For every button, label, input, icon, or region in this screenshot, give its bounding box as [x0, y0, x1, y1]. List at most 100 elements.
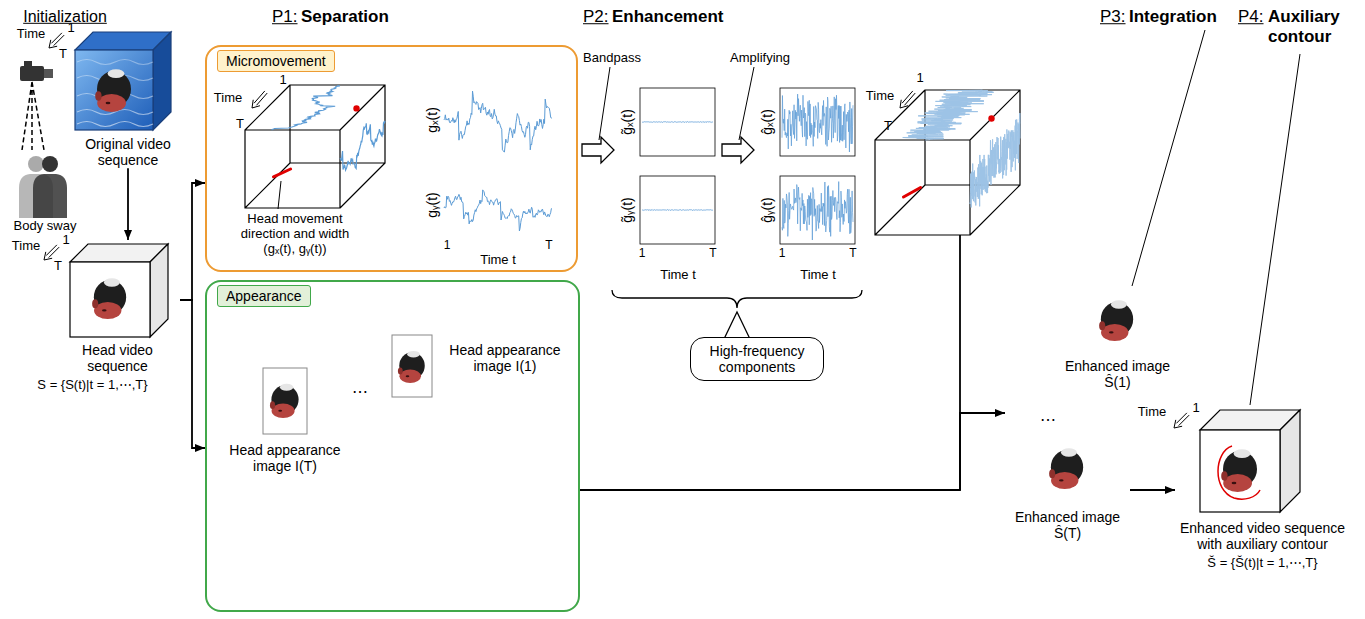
flow-connector: [180, 300, 205, 448]
head-scalp: [1061, 448, 1077, 456]
time-arrow: [252, 91, 267, 108]
cube-front-face: [75, 50, 153, 130]
signal-waveform: [642, 209, 713, 211]
head-eye: [1059, 479, 1064, 481]
caption: Enhanced image Ŝ(T): [1005, 509, 1130, 541]
head-scalp: [104, 278, 120, 286]
hollow-arrow: [722, 137, 754, 163]
video-cube-node: Enhanced video sequence with auxiliary c…: [1175, 395, 1350, 571]
leader-line: [278, 181, 281, 209]
head-scalp: [108, 69, 125, 78]
cube-wireframe: [245, 85, 385, 208]
head-scalp: [407, 351, 420, 358]
head-ear: [1221, 471, 1227, 481]
cube-side-face: [1280, 410, 1300, 512]
plot-axis-label: ĝₓ(t): [759, 109, 775, 135]
cube-side-face: [150, 244, 168, 337]
start-point-dot: [988, 115, 994, 121]
head-eye: [1109, 331, 1114, 333]
callout-text: High-frequency components: [697, 343, 817, 375]
leader-line: [599, 67, 610, 140]
caption: Head appearance image I(T): [215, 442, 355, 474]
plot-axis-label: Time t: [480, 253, 516, 268]
leader-line: [739, 67, 754, 140]
caption: Enhanced image Ŝ(1): [1060, 358, 1175, 390]
time-axis-label: Time: [12, 239, 40, 254]
image-node: Enhanced image Ŝ(1): [1060, 290, 1175, 390]
frame-index: T: [59, 47, 67, 62]
callout-bubble: High-frequency components: [690, 337, 824, 381]
frame-index: 1: [62, 233, 69, 248]
head-eye: [106, 102, 111, 104]
head-figure: [95, 69, 131, 112]
plot-axis-label: Time t: [800, 268, 836, 283]
video-cube: [75, 32, 171, 130]
section-number: P2:: [583, 7, 609, 27]
process-label: Bandpass: [583, 51, 641, 66]
callout-tail: [724, 312, 750, 339]
tripod-legs: [22, 82, 44, 150]
frame-index: 1: [279, 73, 286, 88]
flow-connector: [180, 183, 205, 300]
process-label: Amplifying: [730, 51, 790, 66]
image-frame: [263, 368, 307, 434]
time-axis-label: Time: [1138, 405, 1166, 420]
plot-axis-label: g̃ᵧ(t): [619, 197, 635, 223]
head-ear: [1049, 469, 1055, 478]
head-eye: [406, 375, 410, 377]
axis-tick: T: [545, 239, 552, 253]
head-ear: [270, 401, 275, 409]
signal-waveform: [444, 91, 552, 152]
time-axis-label: Time: [866, 89, 894, 104]
cube-wireframe: [875, 90, 1020, 235]
trajectory-trace: [340, 121, 385, 170]
person-head: [28, 156, 44, 172]
signal-waveform: [642, 121, 713, 123]
cube-front-face: [70, 262, 150, 337]
plot-axis-label: gₓ(t): [424, 107, 440, 133]
camera-viewfinder: [24, 61, 32, 66]
head-scalp: [1234, 449, 1251, 458]
trajectory-trace: [970, 113, 1020, 207]
video-cube: [1200, 410, 1300, 512]
head-figure: [92, 278, 126, 319]
axis-tick: 1: [639, 247, 646, 261]
video-cube-node: Head video sequence S = {S(t)|t = 1,⋯,T}: [5, 240, 180, 393]
frame-index: 1: [67, 21, 74, 36]
movement-vector: [274, 169, 291, 177]
panel-heading: Appearance: [217, 285, 311, 307]
section-number: P1:: [272, 7, 298, 27]
axis-tick: T: [709, 247, 716, 261]
head-figure: [1049, 448, 1083, 489]
video-caption-node: Original video sequence: [78, 136, 178, 168]
cube-side-face: [153, 32, 171, 130]
video-cube: [70, 244, 168, 337]
frame-index: T: [884, 119, 892, 134]
section-heading: Separation: [301, 7, 389, 27]
axis-tick: 1: [779, 247, 786, 261]
plot-axis-label: Time t: [660, 268, 696, 283]
person-body: [33, 174, 67, 218]
signal-waveform: [782, 94, 853, 152]
section-number: P3:: [1100, 7, 1126, 27]
formula: S = {S(t)|t = 1,⋯,T}: [5, 378, 180, 393]
section-heading: Integration: [1129, 7, 1217, 27]
plot-frame: [780, 88, 855, 156]
plot-frame: [780, 176, 855, 244]
brace: [612, 290, 862, 308]
plot-axis-label: ĝᵧ(t): [759, 197, 775, 223]
image-node: Head appearance image I(T): [215, 362, 355, 474]
caption: Head video sequence: [55, 342, 180, 374]
head-ear: [92, 299, 98, 308]
head-figure: [1099, 300, 1133, 341]
section-heading: Enhancement: [612, 7, 723, 27]
time-arrow: [900, 91, 915, 108]
image-frame: [392, 335, 432, 397]
camera-lens: [44, 69, 53, 78]
movement-vector: [904, 188, 921, 198]
caption: Original video sequence: [78, 136, 178, 168]
time-axis-label: Time: [214, 91, 242, 106]
frame-index: 1: [1192, 401, 1199, 416]
panel-heading: Micromovement: [217, 50, 335, 72]
water-ripple: [77, 122, 153, 127]
